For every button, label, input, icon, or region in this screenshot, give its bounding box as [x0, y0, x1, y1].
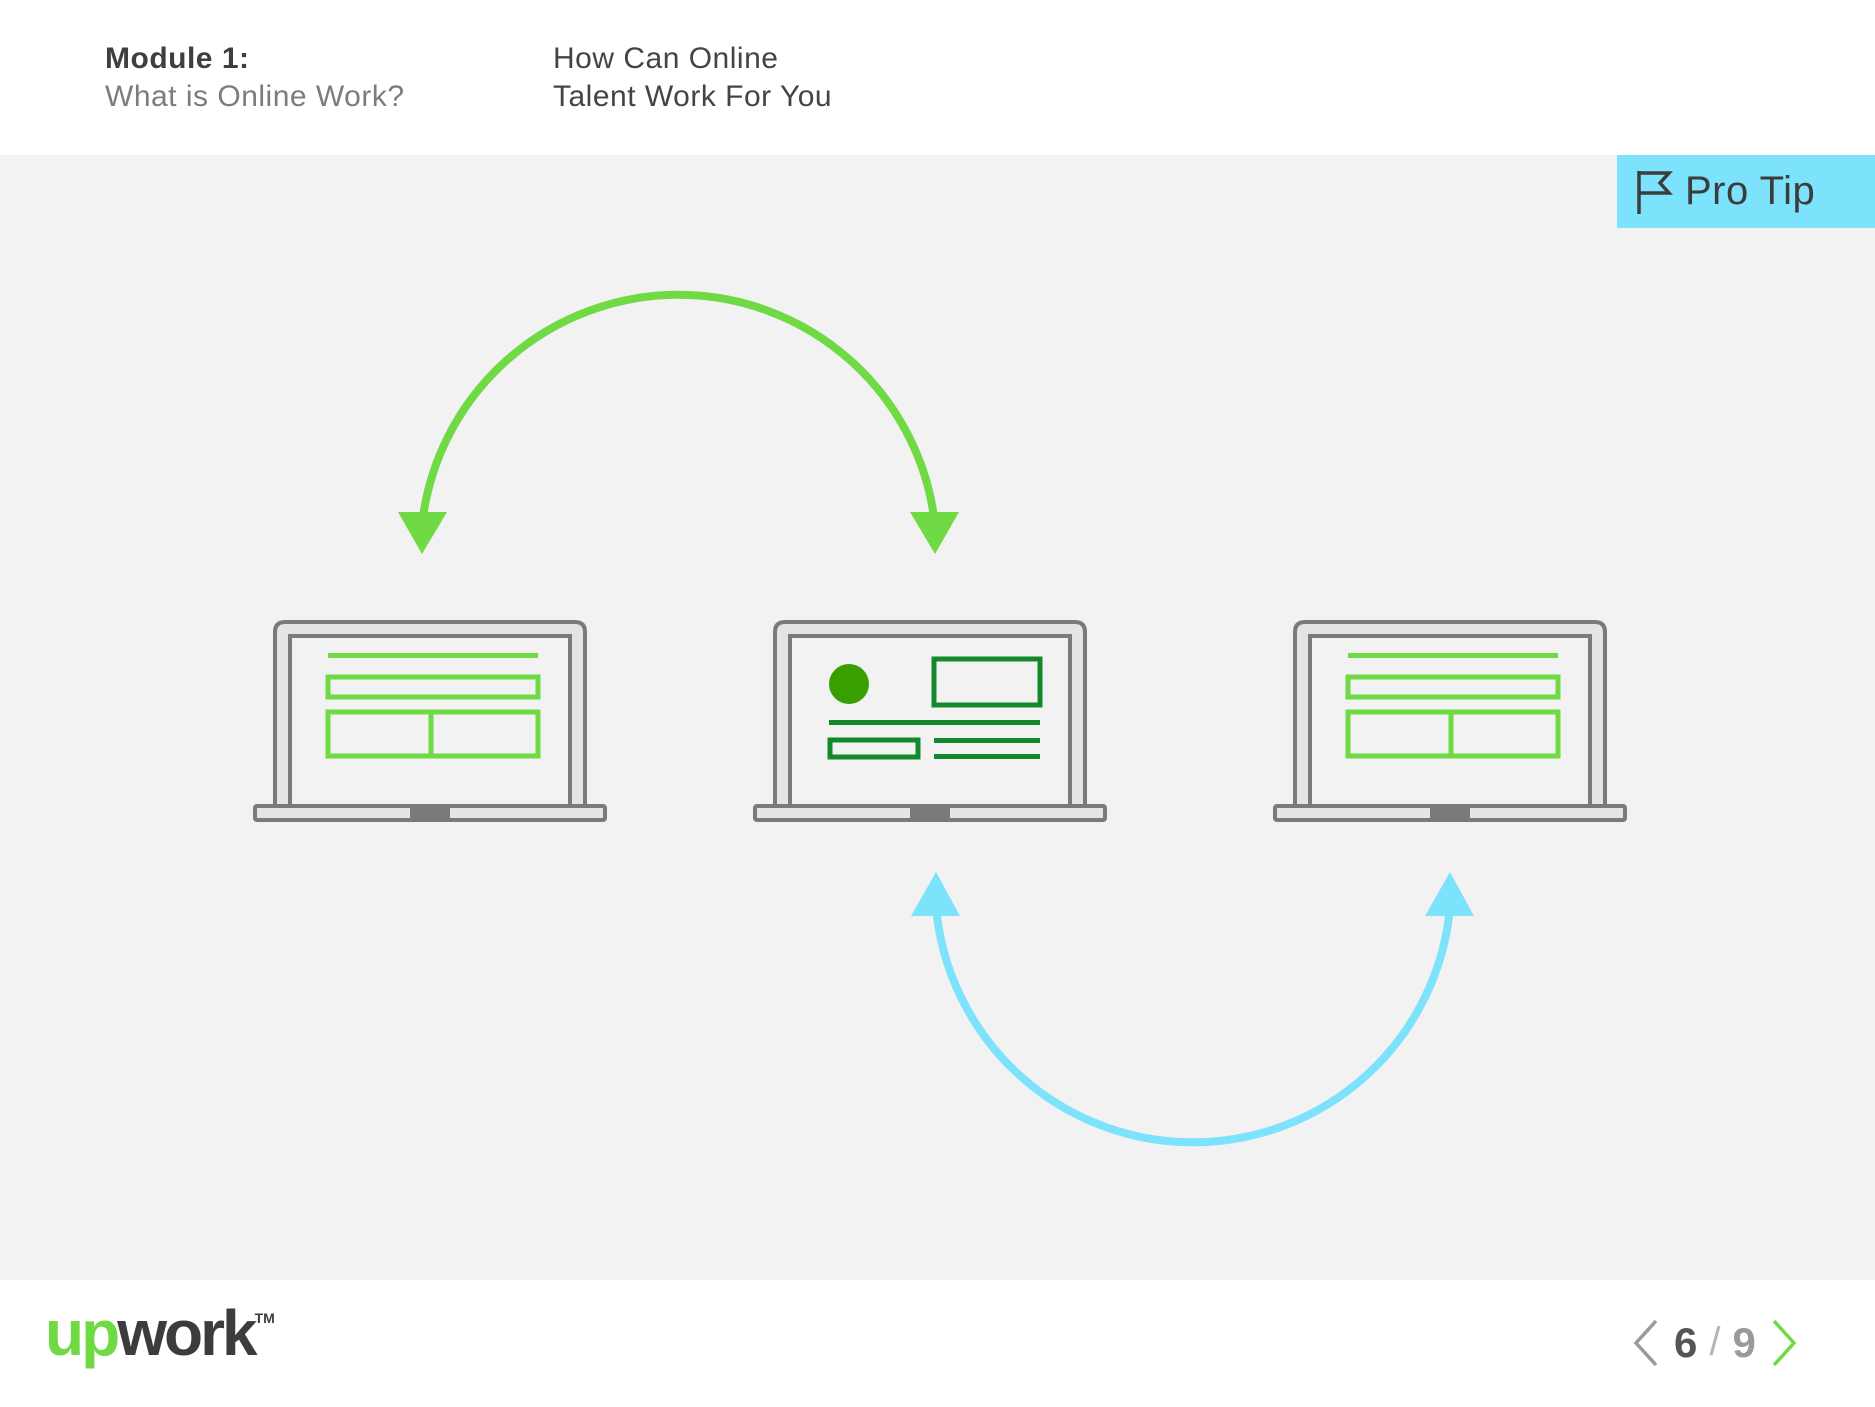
module-heading: Module 1: What is Online Work?	[105, 40, 405, 116]
page-current: 6	[1674, 1318, 1698, 1366]
header: Module 1: What is Online Work? How Can O…	[0, 0, 1875, 155]
chevron-left-icon	[1633, 1319, 1658, 1366]
page-separator: /	[1709, 1320, 1721, 1364]
module-title: What is Online Work?	[105, 80, 405, 113]
profile-screen	[827, 656, 1043, 760]
form-screen	[325, 653, 541, 759]
workflow-diagram	[253, 290, 1627, 1147]
footer: upworkTM 6 / 9	[0, 1280, 1875, 1407]
chevron-right-icon	[1772, 1319, 1797, 1366]
logo-trademark: TM	[254, 1310, 275, 1326]
lesson-title-line2: Talent Work For You	[553, 80, 833, 113]
next-page-button[interactable]	[1768, 1317, 1800, 1369]
upwork-logo: upworkTM	[45, 1296, 275, 1370]
logo-work: work	[117, 1297, 257, 1369]
laptop-left	[253, 620, 607, 822]
lesson-heading: How Can Online Talent Work For You	[553, 40, 832, 116]
pro-tip-label: Pro Tip	[1685, 169, 1816, 213]
blue-arrow	[911, 872, 1474, 1147]
flag-icon	[1637, 170, 1673, 214]
prev-page-button[interactable]	[1630, 1317, 1662, 1369]
laptop-center	[753, 620, 1107, 822]
pro-tip-button[interactable]: Pro Tip	[1617, 155, 1875, 228]
green-arrow	[398, 290, 959, 554]
laptop-right	[1273, 620, 1627, 822]
form-screen	[1345, 653, 1561, 759]
lesson-title-line1: How Can Online	[553, 42, 779, 75]
pagination: 6 / 9	[1630, 1315, 1800, 1370]
page-total: 9	[1732, 1318, 1756, 1366]
logo-up: up	[45, 1297, 120, 1369]
module-number: Module 1:	[105, 42, 250, 75]
